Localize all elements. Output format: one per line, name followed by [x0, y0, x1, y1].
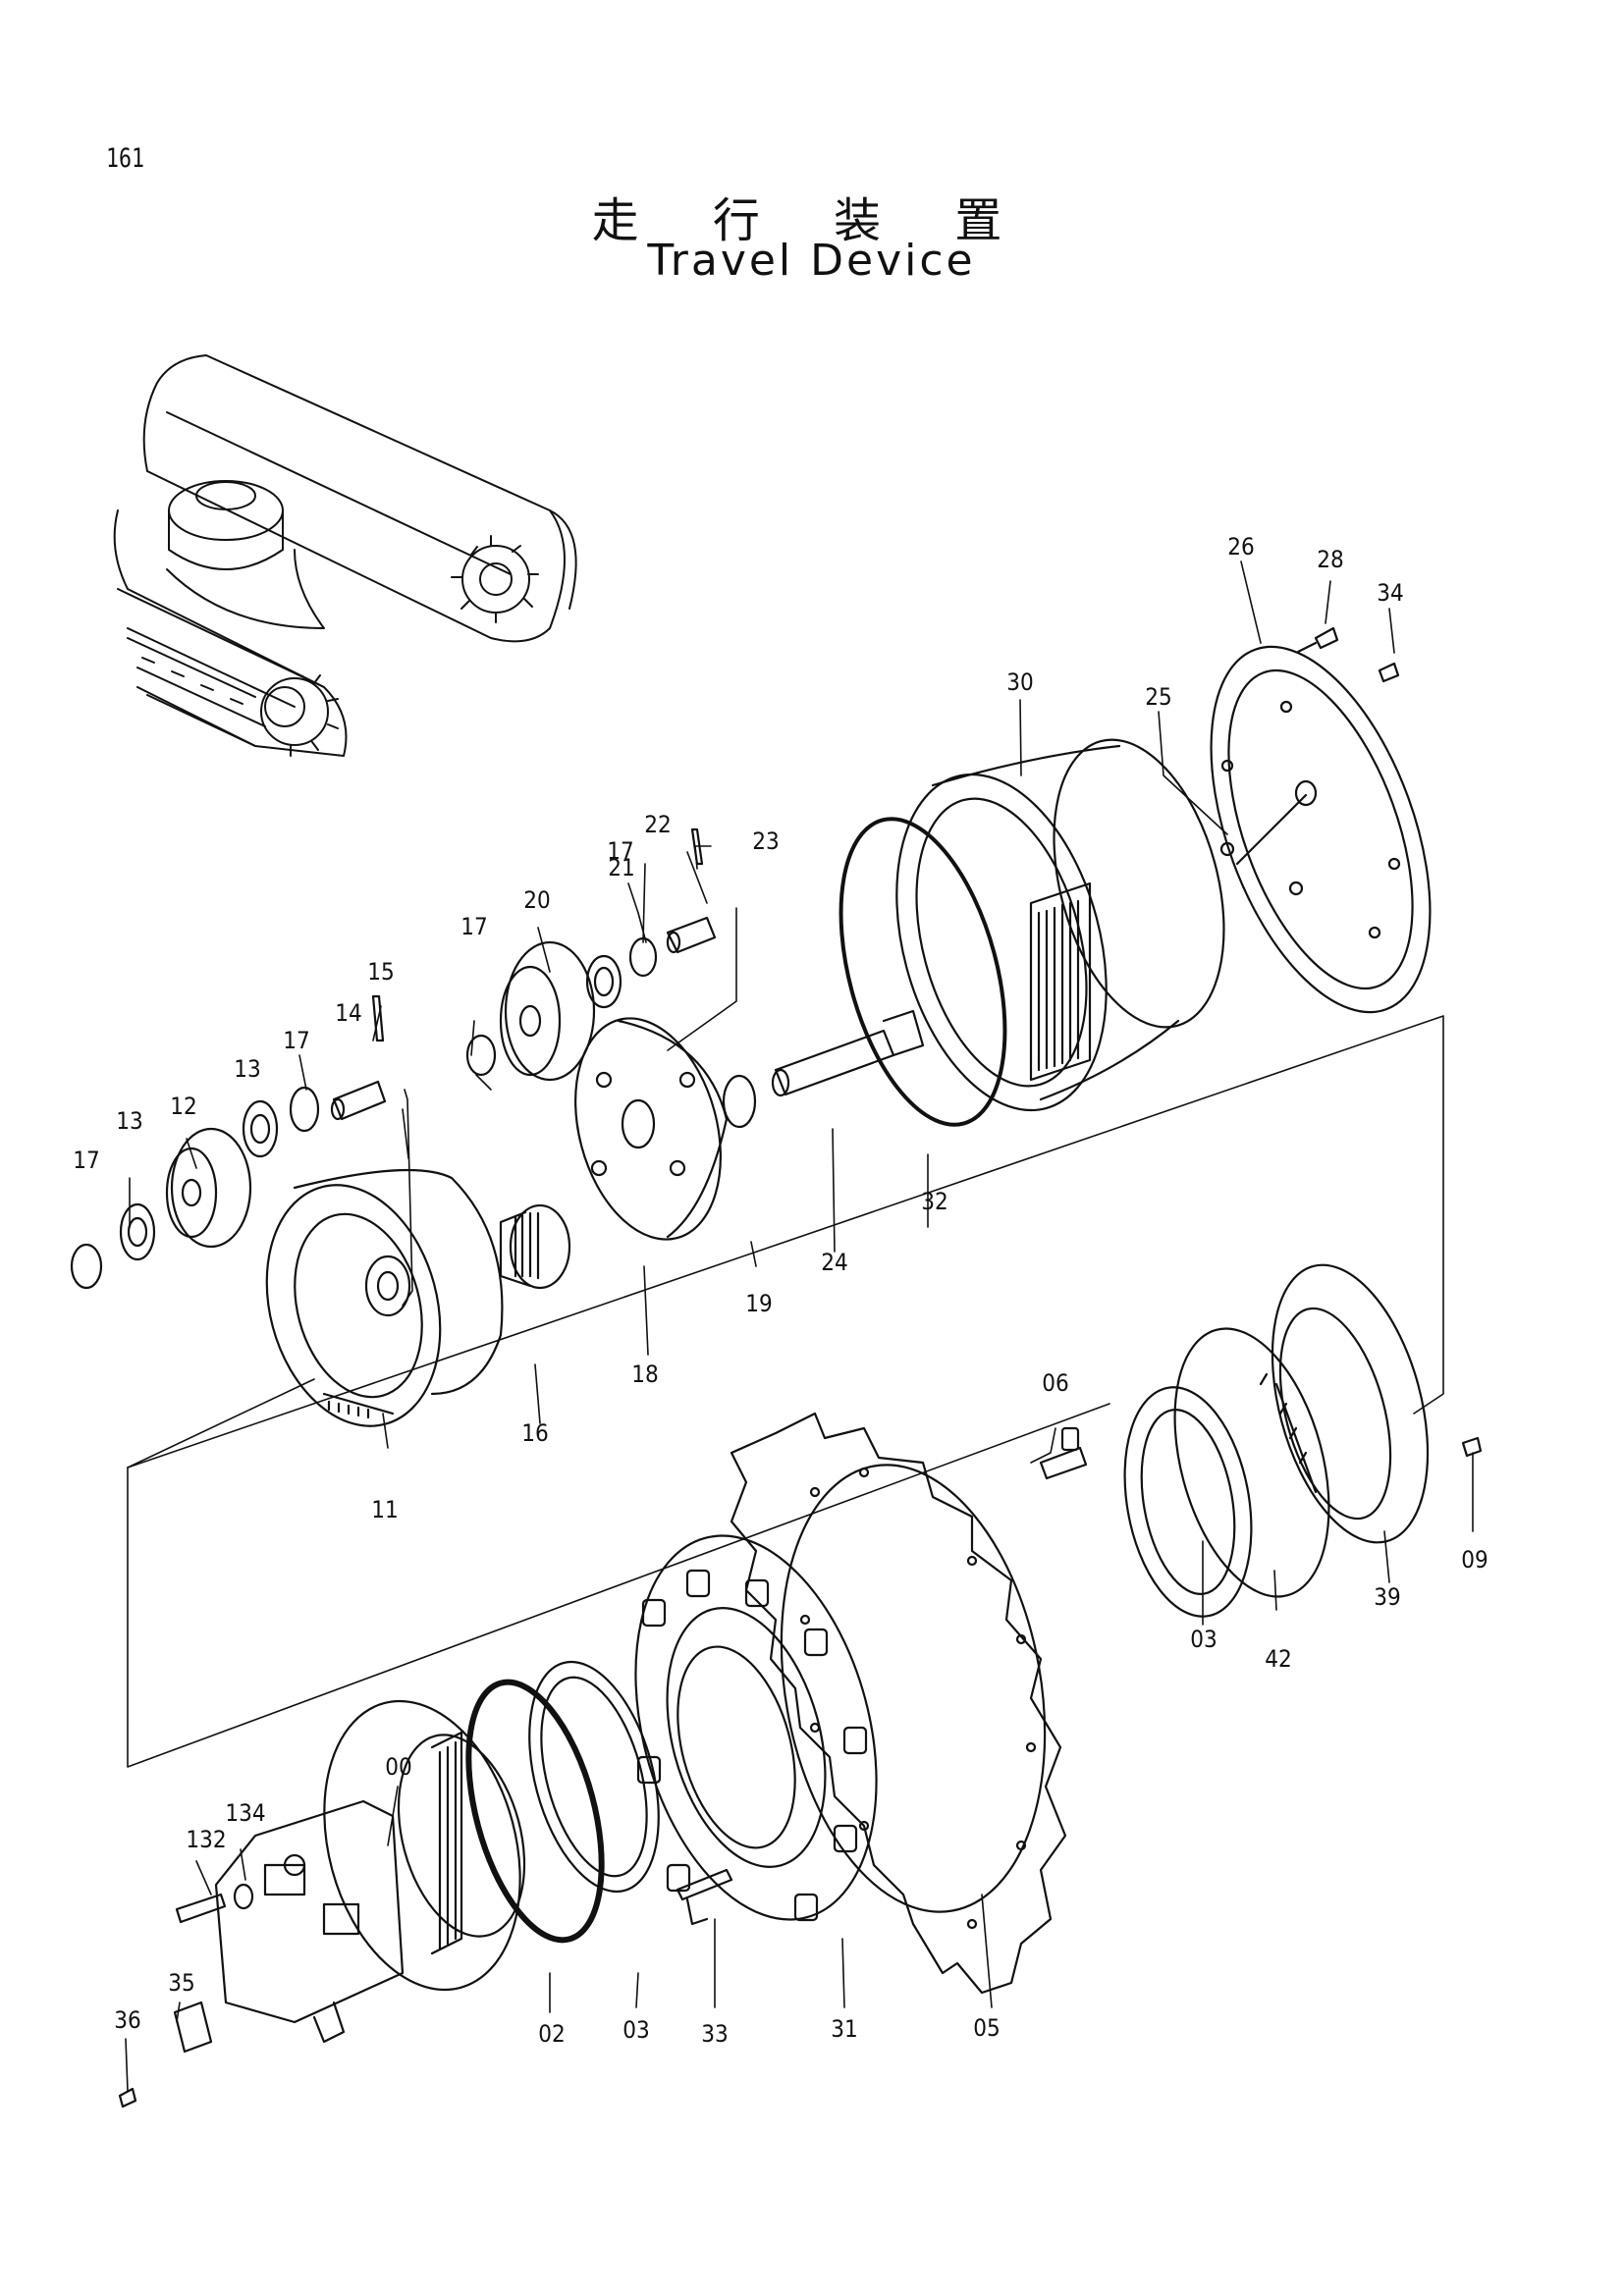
callout-05: 05 — [973, 2014, 1000, 2042]
part-13-bearing-left — [119, 1202, 156, 1261]
part-35-cover-plate — [173, 2001, 213, 2054]
part-132-bolt — [175, 1893, 227, 1924]
part-06-bolt — [1039, 1426, 1088, 1480]
callout-42: 42 — [1265, 1645, 1291, 1673]
callout-17: 17 — [73, 1147, 99, 1174]
part-17-thrust-washer-mid — [289, 1086, 320, 1133]
part-00-travel-motor — [214, 1699, 526, 2044]
part-11-housing — [265, 1168, 504, 1427]
page-title-japanese: 走 行 装 置 — [591, 193, 1032, 248]
callout-14: 14 — [335, 999, 361, 1027]
part-18-carrier — [574, 1017, 729, 1241]
callout-00: 00 — [385, 1753, 411, 1781]
callout-35: 35 — [168, 1969, 194, 1997]
part-39-ring — [1271, 1263, 1430, 1544]
page-title-english: Travel Device — [647, 236, 976, 286]
part-36-screw — [118, 2087, 137, 2109]
part-03-seal-inner — [540, 1676, 648, 1878]
part-21-bearing — [585, 954, 622, 1009]
callout-25: 25 — [1145, 683, 1171, 711]
part-17-thrust-washer-left — [70, 1243, 103, 1290]
callout-21: 21 — [608, 854, 634, 881]
part-42-ring-gear — [1173, 1327, 1330, 1598]
part-134-washer — [233, 1883, 254, 1910]
leader-lines — [125, 561, 1474, 2092]
machine-overview-illustration — [113, 354, 577, 757]
callout-34: 34 — [1377, 579, 1403, 607]
part-09-pin — [1461, 1436, 1483, 1458]
page-number: 161 — [106, 143, 145, 174]
callout-22: 22 — [644, 811, 671, 838]
part-30-drum — [895, 738, 1225, 1112]
part-12-planet-gear — [165, 1127, 252, 1249]
part-19-washer — [722, 1074, 757, 1129]
callout-17: 17 — [607, 837, 633, 865]
callout-11: 11 — [371, 1496, 398, 1523]
callout-15: 15 — [367, 958, 394, 986]
callout-13: 13 — [234, 1055, 260, 1083]
callout-17: 17 — [283, 1027, 309, 1054]
callout-18: 18 — [631, 1361, 658, 1388]
part-23-roll-pin — [690, 828, 704, 866]
callout-33: 33 — [701, 2020, 728, 2048]
part-24-shaft — [771, 1009, 925, 1097]
callout-03: 03 — [1190, 1626, 1217, 1653]
assembly-bracket-lines — [127, 1015, 1444, 1768]
callout-30: 30 — [1006, 668, 1033, 696]
callout-06: 06 — [1042, 1369, 1068, 1397]
part-17-thrust-washer-left-upper — [465, 1034, 497, 1077]
part-26-cover — [1210, 645, 1432, 1014]
callout-32: 32 — [921, 1188, 947, 1215]
callout-132: 132 — [186, 1826, 226, 1853]
callout-13: 13 — [116, 1107, 142, 1135]
part-31-hub — [634, 1534, 878, 1922]
part-05-sprocket — [730, 1412, 1067, 1995]
part-13-bearing-right — [242, 1099, 279, 1158]
part-16-sun-gear — [499, 1203, 571, 1290]
callout-19: 19 — [745, 1290, 772, 1317]
sprocket-detail-lower — [260, 674, 339, 757]
part-03-floating-seal-upper — [1123, 1386, 1253, 1618]
part-03-floating-seal-lower — [528, 1660, 660, 1894]
part-33-bolt — [676, 1868, 733, 1926]
callout-36: 36 — [114, 2006, 140, 2034]
callout-12: 12 — [170, 1093, 196, 1120]
part-02-o-ring — [465, 1679, 605, 1944]
callout-03: 03 — [622, 2016, 649, 2044]
callout-17: 17 — [460, 913, 487, 940]
part-20-planet-gear — [499, 940, 596, 1082]
callout-02: 02 — [538, 2020, 565, 2048]
callout-26: 26 — [1227, 533, 1254, 561]
part-14-pin — [330, 1080, 387, 1121]
callout-16: 16 — [521, 1419, 548, 1447]
callout-134: 134 — [225, 1799, 265, 1827]
part-22-pin — [666, 916, 717, 954]
part-28-bolt — [1296, 626, 1339, 654]
part-17-thrust-washer-upper — [628, 936, 658, 978]
callout-39: 39 — [1374, 1583, 1400, 1611]
part-15-roll-pin — [371, 994, 385, 1042]
callout-31: 31 — [831, 2015, 857, 2043]
callout-23: 23 — [752, 828, 779, 855]
callout-20: 20 — [523, 886, 550, 914]
callout-09: 09 — [1461, 1546, 1488, 1574]
callout-28: 28 — [1317, 546, 1343, 573]
sprocket-detail-upper — [451, 535, 539, 623]
part-32-o-ring — [839, 817, 1007, 1127]
callout-24: 24 — [821, 1249, 847, 1276]
part-34-plug — [1378, 662, 1400, 683]
